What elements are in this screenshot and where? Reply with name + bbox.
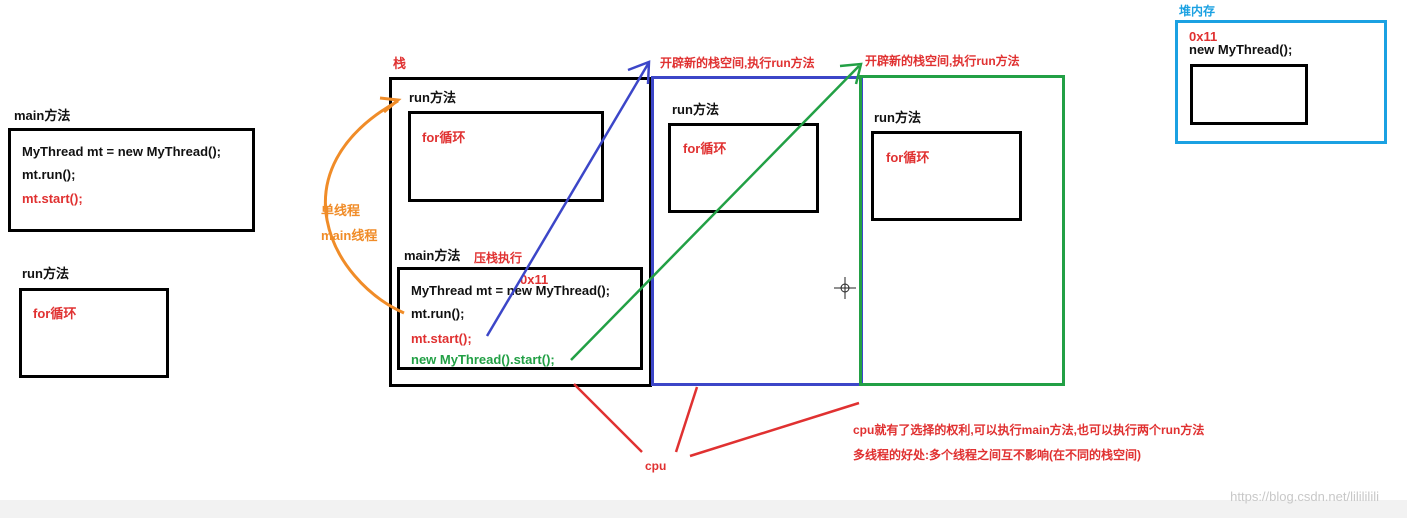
stack-1-run-for: for循环: [422, 130, 466, 145]
heap-addr: 0x11: [1189, 29, 1218, 44]
left-main-title: main方法: [14, 108, 71, 123]
cpu-line-2: [674, 386, 699, 453]
stack-addr: 0x11: [520, 272, 549, 287]
stack-3-frame: [859, 75, 1065, 386]
single-thread-label: 单线程: [321, 203, 361, 218]
left-run-for: for循环: [33, 306, 77, 321]
stack-1-run-box: [408, 111, 604, 202]
cpu-line-1: [573, 383, 643, 453]
stack-1-run-title: run方法: [409, 90, 456, 105]
left-main-code-2: mt.run();: [22, 167, 76, 182]
stack-3-run-for: for循环: [886, 150, 930, 165]
stack-label: 栈: [393, 56, 407, 71]
main-thread-label: main线程: [321, 228, 378, 243]
stack-1-main-code-2: mt.run();: [411, 306, 465, 321]
stack-3-run-title: run方法: [874, 110, 921, 125]
heap-object-box: [1190, 64, 1308, 125]
bottom-bar: [0, 500, 1407, 518]
stack-1-main-code-4: new MyThread().start();: [411, 352, 555, 367]
cpu-line-3: [689, 401, 860, 458]
heap-object-label: new MyThread();: [1189, 42, 1293, 57]
left-main-code-3: mt.start();: [22, 191, 83, 206]
heap-label: 堆内存: [1179, 4, 1216, 18]
push-label: 压栈执行: [474, 251, 523, 265]
stack-1-main-title: main方法: [404, 248, 461, 263]
stack-2-run-title: run方法: [672, 102, 719, 117]
left-main-box: [8, 128, 255, 232]
cpu-note-2: 多线程的好处:多个线程之间互不影响(在不同的栈空间): [853, 448, 1141, 462]
stack-3-run-box: [871, 131, 1022, 221]
stack-2-run-box: [668, 123, 819, 213]
stack-2-run-for: for循环: [683, 141, 727, 156]
left-run-box: [19, 288, 169, 378]
new-stack-label-1: 开辟新的栈空间,执行run方法: [660, 56, 815, 70]
watermark: https://blog.csdn.net/lilililili: [1230, 489, 1379, 504]
heap-frame: [1175, 20, 1387, 144]
left-run-title: run方法: [22, 266, 69, 281]
cpu-note-1: cpu就有了选择的权利,可以执行main方法,也可以执行两个run方法: [853, 423, 1205, 437]
stack-1-main-code-3: mt.start();: [411, 331, 472, 346]
left-main-code-1: MyThread mt = new MyThread();: [22, 144, 221, 159]
stack-1-main-code-1: MyThread mt = new MyThread();: [411, 283, 610, 298]
new-stack-label-2: 开辟新的栈空间,执行run方法: [865, 54, 1020, 68]
cpu-label: cpu: [645, 459, 667, 473]
